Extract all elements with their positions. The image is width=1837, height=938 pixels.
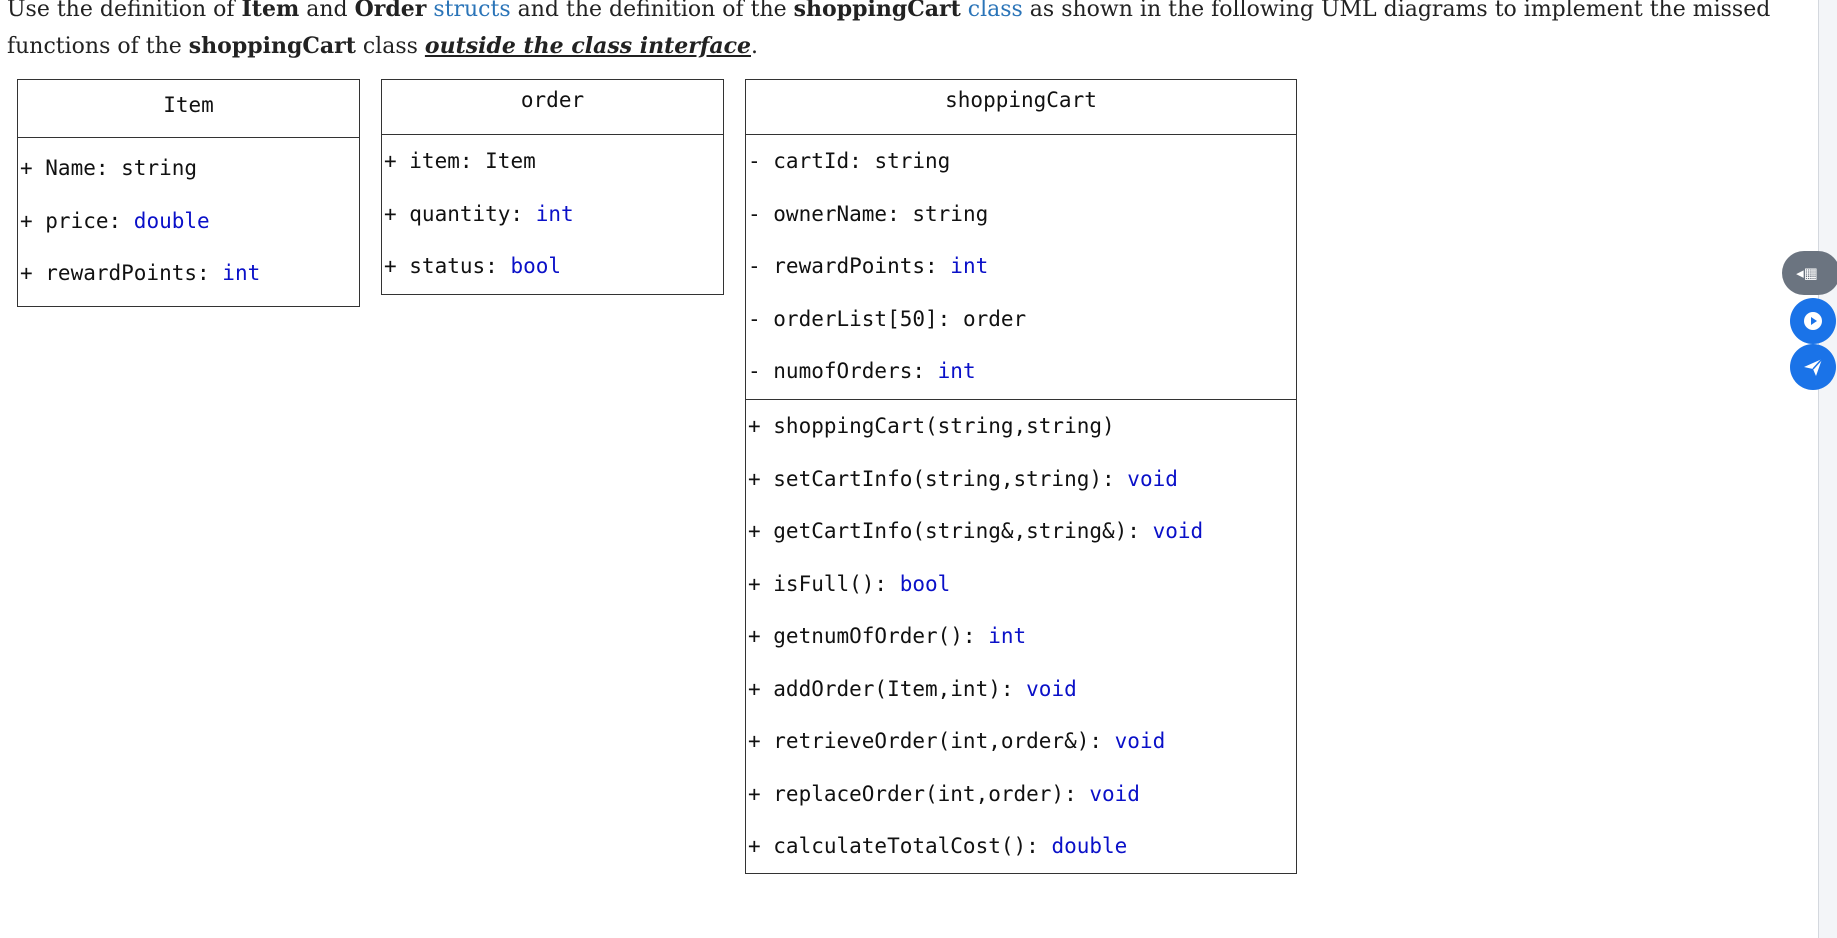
grid-icon: ◂▦ — [1796, 264, 1818, 282]
shoppingcart-methods: + shoppingCart(string,string) + setCartIn… — [746, 400, 1296, 873]
shoppingcart-attributes: - cartId: string- ownerName: string- rew… — [746, 135, 1296, 400]
attribute-row-type: double — [133, 208, 210, 233]
attribute-row-name: - ownerName: — [748, 201, 913, 226]
item-uml-box: Item + Name: string+ price: double+ rewa… — [17, 79, 360, 307]
page-scroll-edge — [1818, 0, 1837, 938]
intro-text: and the definition of the — [510, 0, 794, 22]
intro-text: Use the definition of — [7, 0, 242, 22]
class-link[interactable]: class — [967, 0, 1023, 22]
send-button[interactable] — [1790, 344, 1836, 390]
attribute-row-type: string — [912, 201, 989, 226]
attribute-row-type: order — [962, 306, 1027, 331]
method-row: + shoppingCart(string,string) — [746, 400, 1296, 453]
method-row-name: + isFull(): — [748, 571, 900, 596]
attribute-row-type: int — [535, 201, 574, 226]
method-row-name: + getCartInfo(string&,string&): — [748, 519, 1153, 543]
method-row-name: + getnumOfOrder(): — [748, 624, 989, 648]
order-uml-title: order — [382, 80, 723, 135]
method-row-type: void — [1114, 729, 1166, 753]
method-row-type: void — [1152, 519, 1204, 543]
attribute-row: + Name: string — [18, 142, 359, 195]
order-attributes: + item: Item+ quantity: int+ status: boo… — [382, 135, 723, 293]
method-row: + retrieveOrder(int,order&): void — [746, 715, 1296, 768]
method-row: + getCartInfo(string&,string&): void — [746, 505, 1296, 558]
method-row-name: + addOrder(Item,int): — [748, 676, 1027, 701]
order-uml-box: order + item: Item+ quantity: int+ statu… — [381, 79, 724, 295]
method-row: + replaceOrder(int,order): void — [746, 768, 1296, 821]
attribute-row-type: int — [222, 261, 261, 285]
play-button[interactable] — [1790, 298, 1836, 344]
intro-text: and — [299, 0, 355, 22]
attribute-row-type: bool — [510, 254, 562, 278]
attribute-row: - cartId: string — [746, 135, 1296, 188]
attribute-row-type: string — [874, 149, 951, 173]
method-row-name: + calculateTotalCost(): — [748, 834, 1052, 858]
intro-text: class — [355, 34, 425, 59]
attribute-row-name: - numofOrders: — [748, 359, 938, 383]
shoppingcart-uml-title: shoppingCart — [746, 80, 1296, 135]
attribute-row-name: + quantity: — [384, 201, 536, 226]
method-row: + setCartInfo(string,string): void — [746, 453, 1296, 506]
method-row-type: void — [1127, 466, 1178, 491]
method-row-type: double — [1051, 834, 1128, 858]
grid-toggle-button[interactable]: ◂▦ — [1782, 251, 1837, 295]
method-row: + getnumOfOrder(): int — [746, 610, 1296, 663]
attribute-row-type: Item — [485, 149, 536, 173]
attribute-row: + rewardPoints: int — [18, 247, 359, 300]
method-row: + isFull(): bool — [746, 558, 1296, 611]
attribute-row: - numofOrders: int — [746, 345, 1296, 398]
attribute-row: + item: Item — [382, 135, 723, 188]
attribute-row-name: + price: — [20, 208, 134, 233]
method-row-type: void — [1089, 781, 1140, 806]
attribute-row-type: string — [121, 156, 198, 180]
intro-shoppingcart: shoppingCart — [188, 33, 356, 59]
attribute-row-name: - cartId: — [748, 149, 875, 173]
attribute-row: + price: double — [18, 195, 359, 248]
shoppingcart-uml-box: shoppingCart - cartId: string- ownerName… — [745, 79, 1297, 874]
method-row: + addOrder(Item,int): void — [746, 663, 1296, 716]
method-row-type: void — [1026, 676, 1077, 701]
play-icon — [1804, 312, 1822, 330]
attribute-row: - orderList[50]: order — [746, 293, 1296, 346]
attribute-row: + quantity: int — [382, 188, 723, 241]
attribute-row-name: - rewardPoints: — [748, 254, 951, 278]
intro-item: Item — [241, 0, 300, 22]
send-icon — [1804, 358, 1823, 376]
structs-link[interactable]: structs — [433, 0, 511, 22]
attribute-row-name: + rewardPoints: — [20, 261, 223, 285]
attribute-row-name: - orderList[50]: — [748, 306, 963, 331]
intro-text: . — [751, 34, 758, 59]
attribute-row: - ownerName: string — [746, 188, 1296, 241]
intro-emphasis: outside the class interface — [424, 33, 751, 59]
attribute-row: + status: bool — [382, 240, 723, 293]
method-row-name: + retrieveOrder(int,order&): — [748, 729, 1115, 753]
intro-shoppingcart: shoppingCart — [793, 0, 961, 22]
item-uml-title: Item — [18, 80, 359, 138]
intro-order: Order — [354, 0, 427, 22]
method-row-name: + setCartInfo(string,string): — [748, 466, 1128, 491]
method-row-type: int — [988, 624, 1027, 648]
method-row-name: + shoppingCart(string,string) — [748, 414, 1115, 438]
intro-text: as shown in the following UML diagrams t… — [7, 0, 1771, 59]
method-row: + calculateTotalCost(): double — [746, 820, 1296, 873]
method-row-type: bool — [899, 571, 951, 596]
attribute-row-type: int — [950, 254, 989, 278]
attribute-row-name: + item: — [384, 149, 486, 173]
attribute-row-type: int — [937, 359, 976, 383]
attribute-row-name: + status: — [384, 254, 511, 278]
item-attributes: + Name: string+ price: double+ rewardPoi… — [18, 138, 359, 300]
attribute-row: - rewardPoints: int — [746, 240, 1296, 293]
instructions-paragraph: Use the definition of Item and Order str… — [7, 0, 1807, 65]
method-row-name: + replaceOrder(int,order): — [748, 781, 1090, 806]
intro-text — [961, 0, 968, 22]
attribute-row-name: + Name: — [20, 156, 122, 180]
